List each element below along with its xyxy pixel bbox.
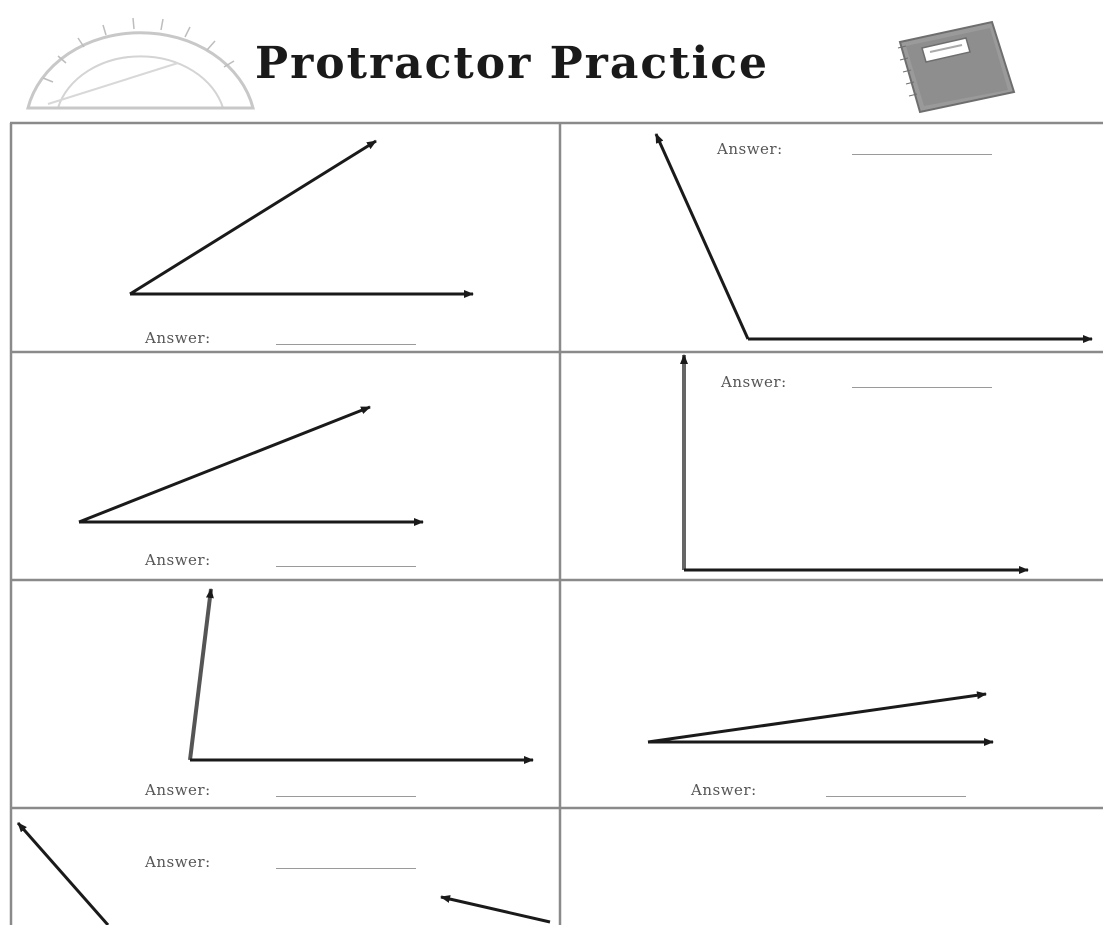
answer-blank-2[interactable]: [852, 154, 992, 155]
answer-blank-3[interactable]: [276, 566, 416, 567]
angle-6-ray-a: [647, 691, 987, 744]
answer-label-4: Answer:: [721, 373, 787, 391]
answer-label-5: Answer:: [145, 781, 211, 799]
angle-7-ray-a: [16, 822, 110, 925]
page-title: Protractor Practice: [255, 38, 769, 89]
answer-blank-4[interactable]: [852, 387, 992, 388]
answer-label-2: Answer:: [717, 140, 783, 158]
protractor-icon: [26, 17, 255, 110]
angle-1-ray-a: [129, 139, 377, 296]
answer-label-6: Answer:: [691, 781, 757, 799]
notebook-icon: [897, 20, 1016, 114]
answer-blank-7[interactable]: [276, 868, 416, 869]
answer-blank-6[interactable]: [826, 796, 966, 797]
answer-blank-5[interactable]: [276, 796, 416, 797]
answer-blank-1[interactable]: [276, 344, 416, 345]
answer-label-1: Answer:: [145, 329, 211, 347]
answer-label-7: Answer:: [145, 853, 211, 871]
answer-label-3: Answer:: [145, 551, 211, 569]
angle-5-ray-a: [188, 588, 214, 761]
angle-7-ray-b: [440, 895, 551, 924]
angle-3-ray-a: [78, 405, 371, 524]
angle-2-ray-a: [654, 133, 750, 340]
